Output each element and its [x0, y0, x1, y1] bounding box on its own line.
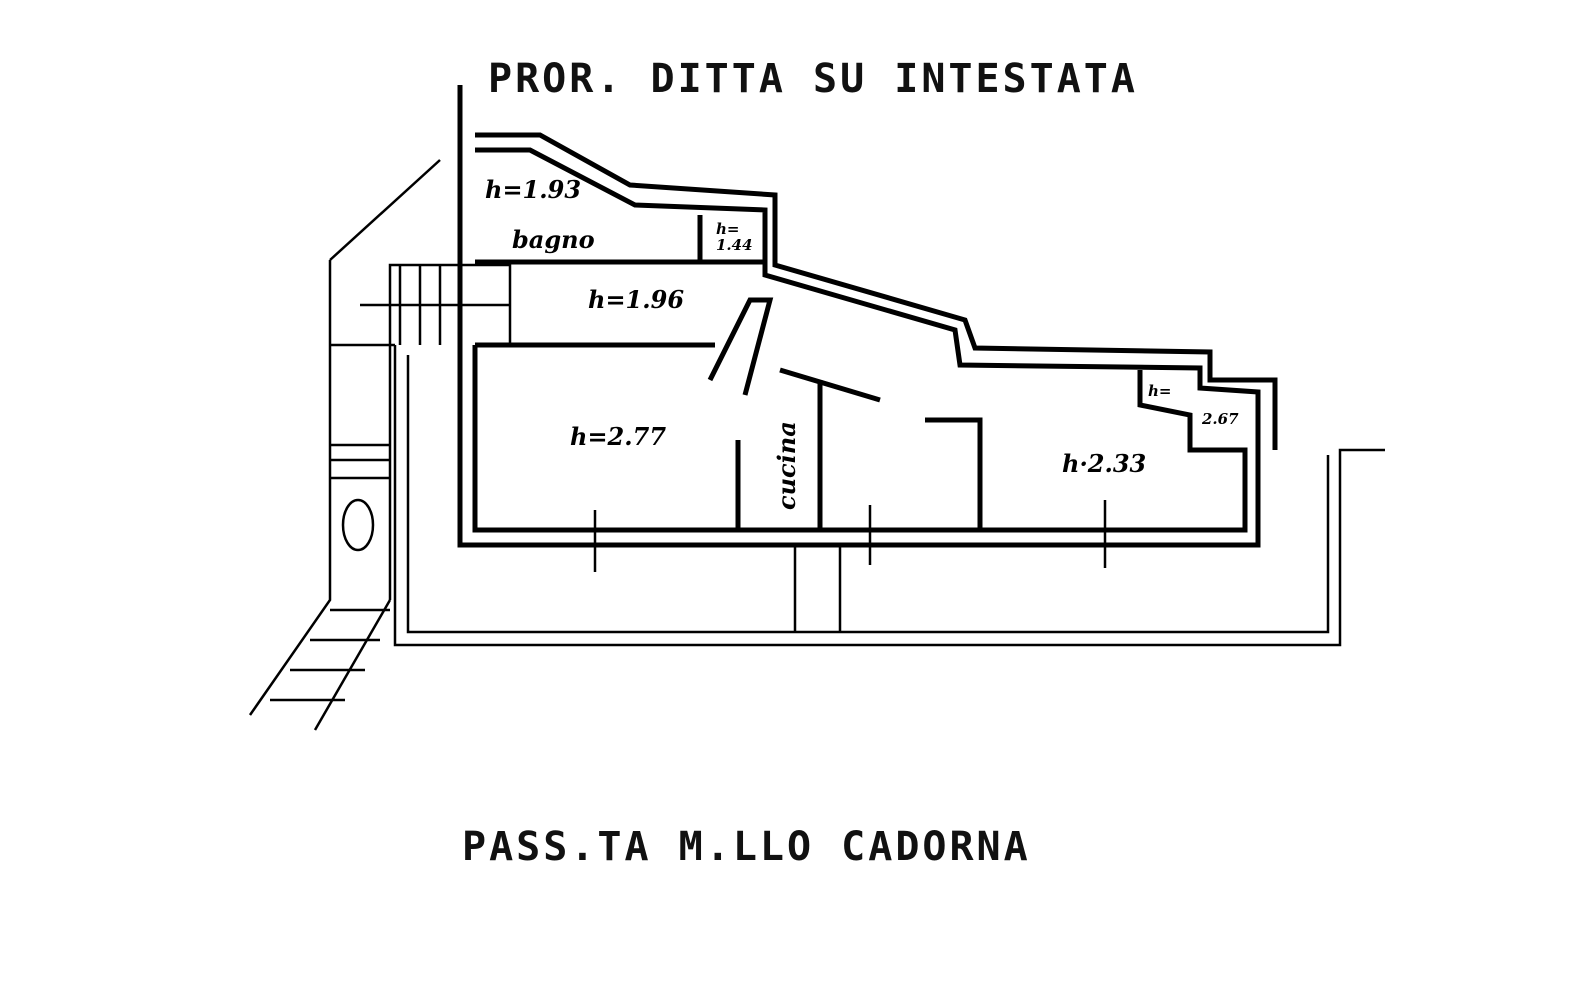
outer-walls	[457, 85, 1278, 548]
room2-height: h·2.33	[1062, 449, 1146, 478]
kitchen-label: cucina	[772, 421, 801, 510]
bagno-height: h=1.93	[485, 175, 581, 204]
room1-height: h=2.77	[570, 422, 666, 451]
top-label: PROR. DITTA SU INTESTATA	[488, 56, 1138, 102]
corridor-height: h=1.96	[588, 285, 684, 314]
small-room-value: 2.67	[1201, 410, 1239, 428]
small-room-h: h=	[1148, 382, 1171, 400]
terrace	[393, 345, 1385, 647]
closet-h: h=	[716, 220, 739, 238]
stairs	[248, 159, 512, 731]
bagno-label: bagno	[512, 225, 595, 254]
bottom-label: PASS.TA M.LLO CADORNA	[462, 824, 1031, 870]
closet-value: 1.44	[716, 236, 753, 254]
